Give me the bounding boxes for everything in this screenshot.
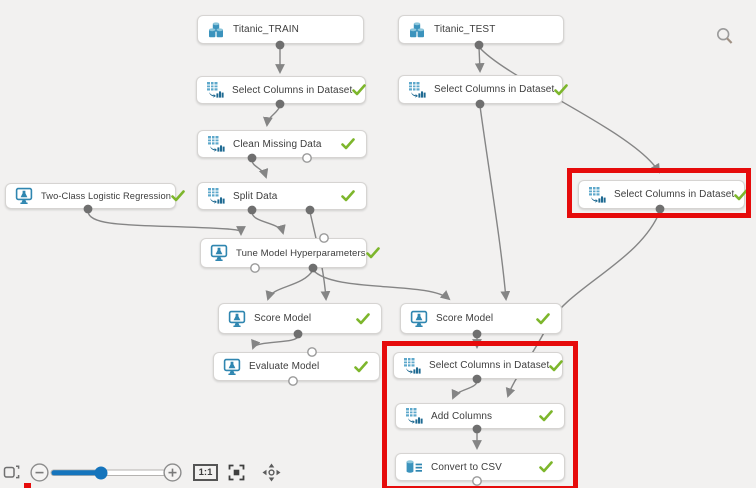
red-annotation-fragment [24, 483, 31, 488]
model-icon [15, 187, 33, 204]
node-clean-missing-data[interactable]: Clean Missing Data [197, 130, 367, 158]
node-label: Select Columns in Dataset [614, 189, 735, 200]
model-icon [228, 310, 246, 327]
completed-check-icon [341, 190, 355, 202]
columns-transform-icon [404, 357, 421, 374]
columns-transform-icon [208, 136, 225, 152]
node-label: Tune Model Hyperparameters [236, 247, 366, 259]
node-label: Evaluate Model [249, 361, 320, 372]
zoom-in-button[interactable] [163, 463, 182, 487]
completed-check-icon [539, 410, 553, 422]
node-evaluate-model[interactable]: Evaluate Model [213, 352, 380, 381]
node-label: Two-Class Logistic Regression [41, 191, 172, 201]
minus-icon [30, 463, 49, 482]
connection-split-data-to-tune-model-hyperparameters [251, 211, 286, 235]
node-label: Clean Missing Data [233, 138, 322, 150]
zoom-slider[interactable] [50, 466, 172, 485]
connection-two-class-logistic-regression-to-tune-model-hyperparameters [87, 210, 246, 236]
zoom-slider-handle[interactable] [94, 466, 108, 480]
node-select-columns-4[interactable]: Select Columns in Dataset [393, 352, 564, 379]
columns-transform-icon [208, 188, 225, 204]
node-score-model-right[interactable]: Score Model [400, 303, 562, 334]
node-select-columns-2[interactable]: Select Columns in Dataset [398, 75, 569, 104]
search-button[interactable] [714, 26, 736, 53]
completed-check-icon [352, 84, 367, 96]
node-label: Titanic_TEST [434, 24, 496, 35]
completed-check-icon [734, 188, 749, 200]
node-select-columns-3[interactable]: Select Columns in Dataset [578, 180, 749, 209]
connection-select-columns-2-to-score-model-right [479, 105, 511, 301]
model-icon [223, 358, 241, 375]
node-select-columns-1[interactable]: Select Columns in Dataset [196, 76, 367, 104]
completed-check-icon [536, 312, 550, 324]
minimap-icon [3, 465, 20, 479]
node-split-data[interactable]: Split Data [197, 182, 367, 210]
columns-transform-icon [409, 81, 426, 98]
node-label: Select Columns in Dataset [434, 84, 555, 95]
node-convert-to-csv[interactable]: Convert to CSV [395, 453, 565, 481]
fit-to-screen-button[interactable] [227, 463, 246, 487]
zoom-out-button[interactable] [30, 463, 49, 487]
fit-to-screen-icon [228, 464, 245, 481]
connection-titanic-test-to-select-columns-2 [474, 46, 485, 73]
model-icon [410, 310, 428, 327]
node-score-model-left[interactable]: Score Model [218, 303, 382, 334]
export-csv-icon [406, 460, 422, 473]
node-titanic-test[interactable]: Titanic_TEST [398, 15, 564, 44]
zoom-slider-fill [51, 470, 102, 476]
connection-titanic-test-to-select-columns-3 [478, 46, 661, 174]
completed-check-icon [365, 247, 380, 259]
completed-check-icon [341, 138, 355, 150]
node-tune-model-hyperparameters[interactable]: Tune Model Hyperparameters [200, 238, 380, 268]
node-label: Select Columns in Dataset [232, 84, 353, 96]
search-icon [716, 27, 733, 44]
zoom-actual-size-button[interactable]: 1:1 [193, 464, 218, 481]
completed-check-icon [171, 190, 185, 202]
model-icon [210, 244, 228, 261]
node-add-columns[interactable]: Add Columns [395, 403, 565, 429]
completed-check-icon [554, 83, 569, 95]
zoom-actual-size-label: 1:1 [198, 467, 213, 478]
connection-tune-model-hyperparameters-to-score-model-left [265, 269, 314, 301]
node-two-class-logistic-regression[interactable]: Two-Class Logistic Regression [5, 183, 185, 209]
node-label: Select Columns in Dataset [429, 360, 550, 371]
columns-transform-icon [589, 186, 606, 203]
node-label: Titanic_TRAIN [233, 24, 299, 35]
columns-transform-icon [207, 82, 224, 98]
connection-tune-model-hyperparameters-to-score-model-right [312, 269, 451, 301]
columns-transform-icon [406, 408, 423, 424]
node-label: Score Model [254, 313, 312, 324]
completed-check-icon [539, 461, 553, 473]
completed-check-icon [549, 359, 564, 371]
dataset-icon [209, 21, 223, 37]
node-label: Convert to CSV [431, 461, 502, 473]
plus-icon [163, 463, 182, 482]
dataset-icon [410, 21, 424, 37]
node-label: Split Data [233, 190, 278, 202]
completed-check-icon [354, 360, 368, 372]
minimap-toggle-button[interactable] [3, 464, 20, 486]
completed-check-icon [356, 312, 370, 324]
node-titanic-train[interactable]: Titanic_TRAIN [197, 15, 364, 44]
pan-mode-button[interactable] [261, 462, 282, 488]
pan-icon [262, 463, 281, 482]
node-label: Add Columns [431, 410, 493, 422]
node-label: Score Model [436, 313, 494, 324]
